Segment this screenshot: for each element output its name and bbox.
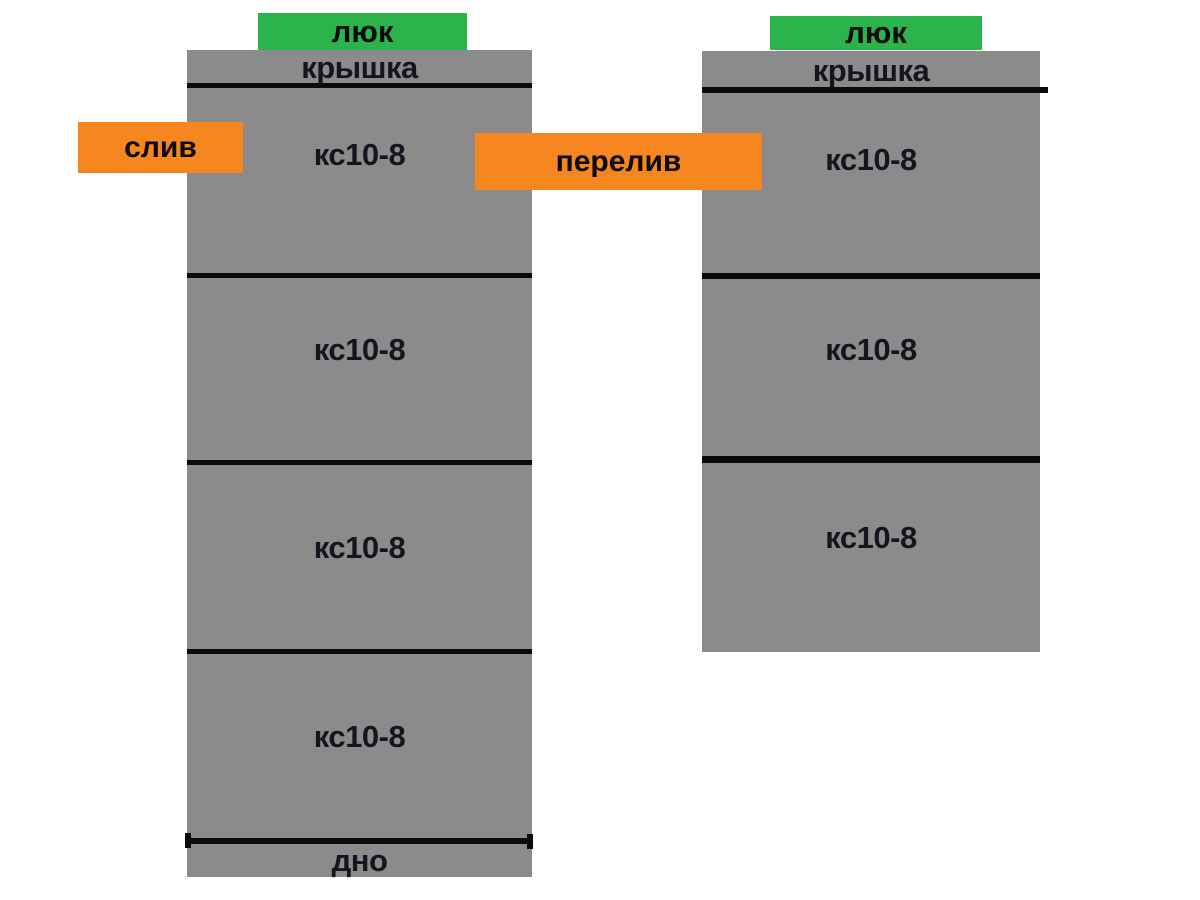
- ring-joint-line: [187, 273, 532, 278]
- ring-label: кс10-8: [313, 530, 406, 565]
- ring-joint-line: [187, 649, 532, 654]
- bottom-line: [187, 838, 532, 844]
- bottom-label: дно: [331, 843, 388, 878]
- cover-label: крышка: [301, 50, 418, 85]
- ring-label: кс10-8: [313, 332, 406, 367]
- hatch-block-left: люк: [258, 13, 467, 50]
- cover-joint-line: [187, 83, 532, 88]
- cover-label: крышка: [812, 53, 930, 88]
- ring-label: кс10-8: [825, 332, 917, 367]
- ring-joint-line: [187, 460, 532, 465]
- ring-joint-line: [702, 456, 1040, 463]
- ring-label: кс10-8: [313, 719, 406, 754]
- line-endcap: [527, 834, 533, 849]
- ring-label: кс10-8: [825, 142, 917, 177]
- hatch-block-right: люк: [770, 16, 982, 50]
- well-body-left: крышка кс10-8 кс10-8 кс10-8 кс10-8 дно: [185, 50, 533, 878]
- cover-joint-line: [702, 87, 1048, 93]
- ring-joint-line: [702, 273, 1040, 279]
- line-endcap: [185, 833, 191, 848]
- overflow-pipe-label: перелив: [475, 133, 762, 190]
- drain-pipe-label: слив: [78, 122, 243, 173]
- ring-label: кс10-8: [313, 137, 406, 172]
- ring-label: кс10-8: [825, 520, 917, 555]
